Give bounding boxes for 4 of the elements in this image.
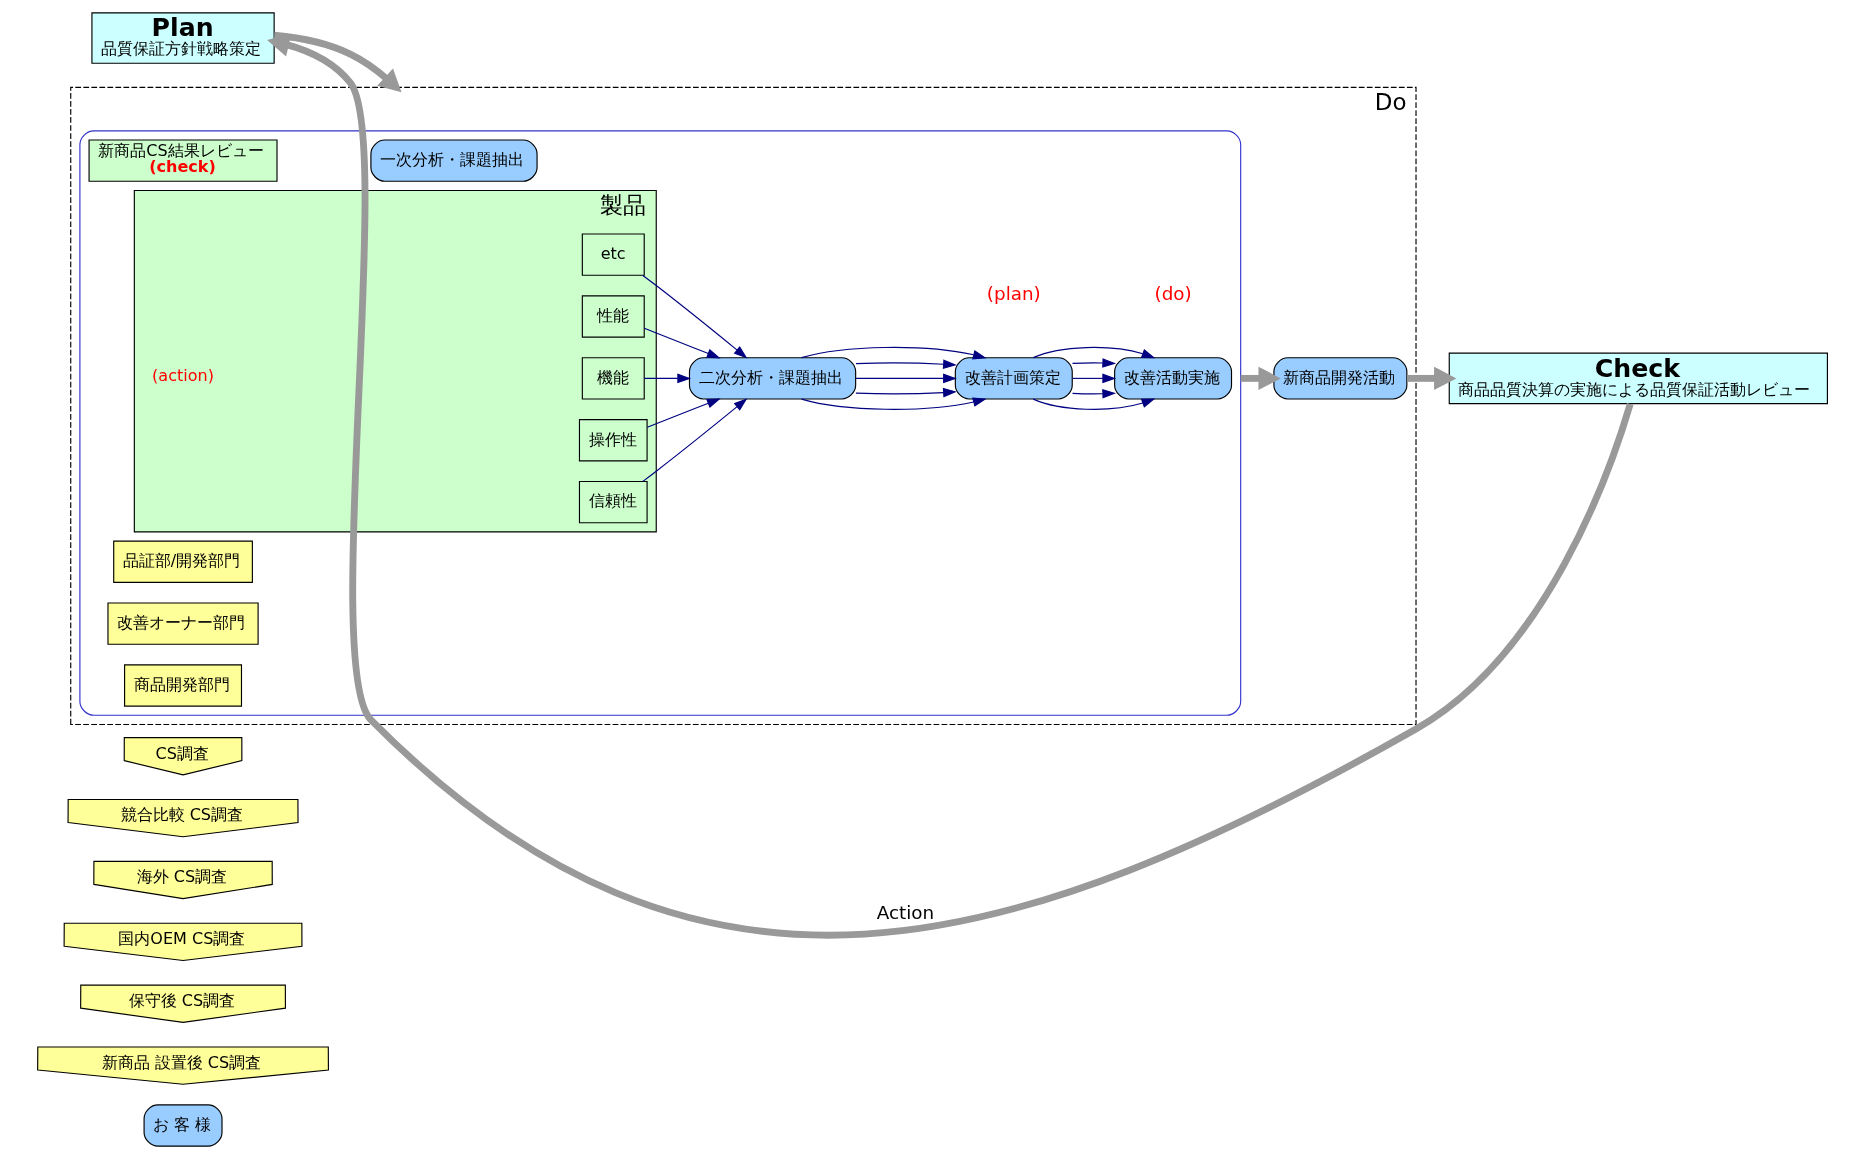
node-label: (plan) (986, 283, 1041, 305)
node-label: (action) (151, 366, 214, 386)
edge-label: Action (876, 902, 934, 924)
node-label: (do) (1154, 283, 1192, 305)
